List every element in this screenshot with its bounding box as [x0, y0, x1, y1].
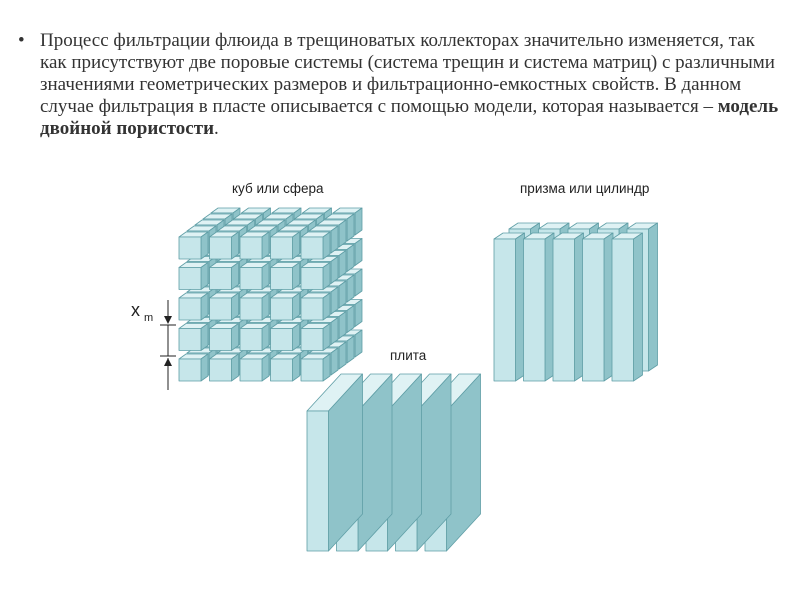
- cube-block-front: [209, 297, 232, 321]
- cube-block-side: [322, 262, 331, 290]
- cube-block-side: [322, 231, 331, 260]
- cube-block-side: [231, 262, 239, 290]
- cube-block-front: [270, 358, 293, 382]
- cube-block-side: [200, 292, 209, 321]
- cube-block-side: [292, 231, 300, 260]
- cube-block-side: [346, 244, 355, 272]
- cube-block-side: [261, 262, 270, 290]
- cube-block-front: [270, 297, 293, 321]
- prism-column-front: [552, 238, 575, 382]
- cube-block-front: [300, 358, 324, 382]
- dimension-arrow-down: [164, 316, 172, 324]
- cube-block-side: [330, 256, 339, 284]
- cube-block-front: [300, 297, 324, 321]
- paragraph-text: Процесс фильтрации флюида в трещиноватых…: [40, 30, 775, 117]
- bold-term: модель двойной пористости: [40, 96, 779, 139]
- cube-block-front: [209, 358, 232, 382]
- cube-block-side: [292, 292, 300, 321]
- cube-block-front: [300, 267, 324, 290]
- cube-block-side: [346, 213, 355, 242]
- cube-label: куб или сфера: [232, 181, 324, 196]
- cube-block-side: [354, 238, 363, 266]
- prism-column-side: [648, 222, 658, 372]
- cube-block-front: [178, 236, 202, 260]
- cube-block-front: [209, 236, 232, 260]
- cube-block-front: [239, 267, 263, 290]
- plate-model: [306, 373, 481, 552]
- cube-block-side: [261, 231, 270, 260]
- cube-block-front: [270, 236, 293, 260]
- prism-column-side: [633, 232, 643, 382]
- cube-block-front: [270, 328, 293, 351]
- cube-block-side: [231, 292, 239, 321]
- cube-block-side: [346, 305, 355, 333]
- prism-column-front: [611, 238, 634, 382]
- cube-block-side: [322, 353, 331, 382]
- cube-block-side: [346, 335, 355, 364]
- bullet-paragraph: Процесс фильтрации флюида в трещиноватых…: [40, 30, 780, 140]
- cube-block-side: [231, 353, 239, 382]
- cube-block-side: [322, 292, 331, 321]
- cube-block-front: [178, 358, 202, 382]
- cube-block-front: [209, 328, 232, 351]
- cube-model: [178, 207, 363, 382]
- cube-block-side: [346, 274, 355, 303]
- cube-block-side: [322, 323, 331, 351]
- prism-column-front: [582, 238, 605, 382]
- cube-block-front: [178, 267, 202, 290]
- dimension-subscript: m: [144, 312, 153, 324]
- cube-block-front: [239, 297, 263, 321]
- cube-block-front: [178, 297, 202, 321]
- cube-block-side: [338, 250, 347, 278]
- cube-block-side: [330, 225, 339, 254]
- cube-block-side: [354, 329, 363, 358]
- cube-block-side: [261, 353, 270, 382]
- prism-model: [493, 222, 658, 382]
- cube-block-side: [292, 323, 300, 351]
- cube-block-side: [261, 323, 270, 351]
- cube-block-side: [292, 353, 300, 382]
- dimension-arrow-up: [164, 358, 172, 366]
- prism-label: призма или цилиндр: [520, 181, 649, 196]
- cube-block-side: [292, 262, 300, 290]
- cube-block-side: [330, 286, 339, 315]
- plate-slab-front: [306, 410, 329, 552]
- prism-column-front: [493, 238, 516, 382]
- cube-block-front: [239, 358, 263, 382]
- cube-block-side: [200, 262, 209, 290]
- cube-block-side: [200, 231, 209, 260]
- xm-dimension: x m: [131, 300, 176, 390]
- cube-block-side: [354, 207, 363, 236]
- dimension-symbol: x: [131, 300, 140, 320]
- bullet-marker: •: [18, 30, 25, 51]
- cube-block-side: [338, 219, 347, 248]
- cube-block-side: [200, 353, 209, 382]
- paragraph-end: .: [214, 118, 219, 139]
- prism-column-front: [523, 238, 546, 382]
- cube-block-side: [330, 317, 339, 345]
- cube-block-front: [239, 328, 263, 351]
- cube-block-side: [231, 231, 239, 260]
- plate-label: плита: [390, 348, 427, 363]
- cube-block-front: [178, 328, 202, 351]
- cube-block-side: [354, 299, 363, 327]
- cube-block-side: [338, 280, 347, 309]
- cube-block-side: [338, 311, 347, 339]
- cube-block-side: [354, 268, 363, 297]
- cube-block-side: [261, 292, 270, 321]
- cube-block-side: [338, 341, 347, 370]
- cube-block-side: [231, 323, 239, 351]
- cube-block-front: [270, 267, 293, 290]
- cube-block-front: [300, 236, 324, 260]
- cube-block-side: [200, 323, 209, 351]
- cube-block-front: [239, 236, 263, 260]
- cube-block-side: [330, 347, 339, 376]
- cube-block-front: [300, 328, 324, 351]
- cube-block-front: [209, 267, 232, 290]
